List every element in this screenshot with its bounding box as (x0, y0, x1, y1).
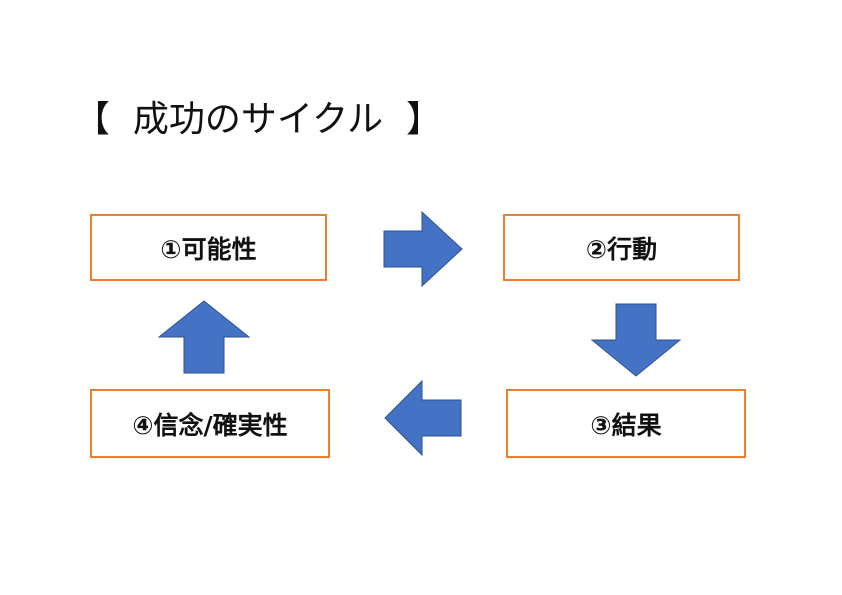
step-label-result: ③結果 (590, 410, 662, 440)
step-label-action: ②行動 (585, 234, 658, 264)
step-label-belief: ④信念/確実性 (132, 410, 288, 440)
arrow-up-icon (157, 300, 251, 374)
arrow-left-icon (384, 379, 462, 457)
diagram-title: 【 成功のサイクル 】 (74, 99, 442, 140)
arrow-right-icon (383, 210, 463, 288)
step-box-possibility: ①可能性 (90, 214, 327, 281)
step-label-possibility: ①可能性 (160, 234, 257, 264)
step-box-belief: ④信念/確実性 (90, 389, 330, 458)
arrow-down-icon (590, 303, 682, 377)
step-box-result: ③結果 (506, 389, 746, 458)
step-box-action: ②行動 (503, 214, 740, 281)
